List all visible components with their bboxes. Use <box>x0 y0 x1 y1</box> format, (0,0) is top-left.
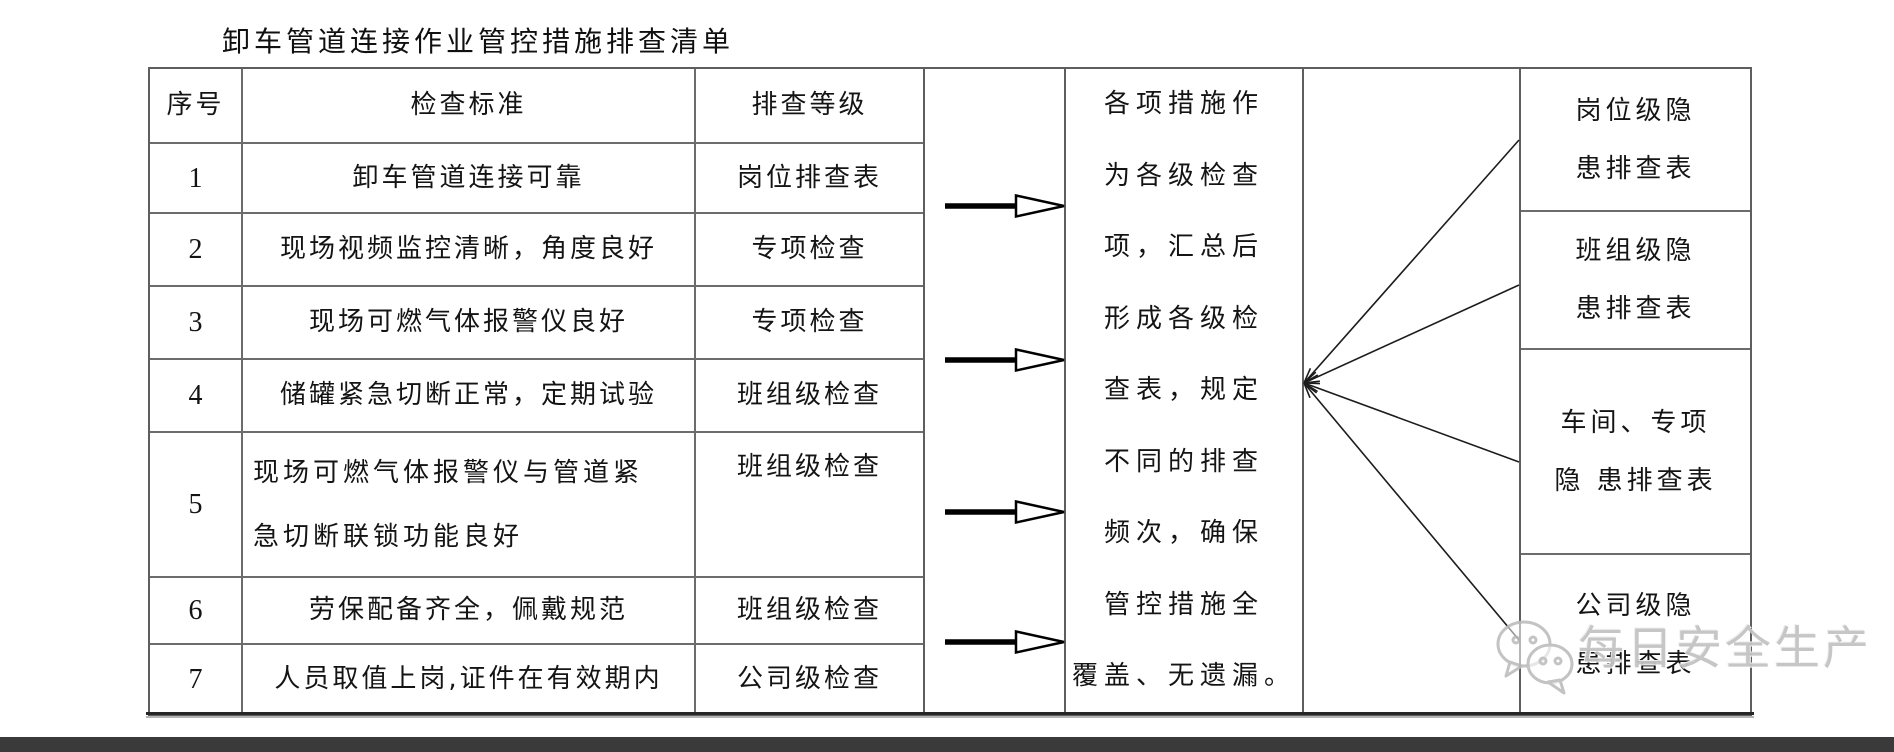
row-no: 1 <box>150 144 243 214</box>
row-no: 3 <box>150 287 243 360</box>
row-standard: 劳保配备齐全，佩戴规范 <box>243 578 696 645</box>
arrow-gutter <box>925 67 1064 716</box>
checklist-table: 序号 检查标准 排查等级 1 卸车管道连接可靠 岗位排查表 2 现场视频监控清晰… <box>148 67 925 716</box>
row-level: 专项检查 <box>696 287 923 360</box>
row-level: 专项检查 <box>696 214 923 287</box>
fan-gutter <box>1304 67 1519 716</box>
row-standard: 现场可燃气体报警仪与管道紧 急切断联锁功能良好 <box>243 433 696 578</box>
output-box-team-level: 班组级隐 患排查表 <box>1521 212 1750 350</box>
row-level: 班组级检查 <box>696 578 923 645</box>
row-no: 7 <box>150 645 243 714</box>
column-header-level: 排查等级 <box>696 69 923 144</box>
output-box-workshop-special: 车间、专项 隐 患排查表 <box>1521 350 1750 555</box>
bottom-bar <box>0 737 1894 752</box>
row-standard: 人员取值上岗,证件在有效期内 <box>243 645 696 714</box>
watermark-text: 每日安全生产 <box>1578 621 1872 675</box>
summary-note: 各项措施作 为各级检查 项，汇总后 形成各级检 查表，规定 不同的排查 频次，确… <box>1064 67 1304 716</box>
wechat-icon <box>1496 620 1574 695</box>
column-header-standard: 检查标准 <box>243 69 696 144</box>
row-level: 班组级检查 <box>696 360 923 433</box>
row-no: 5 <box>150 433 243 578</box>
row-level: 岗位排查表 <box>696 144 923 214</box>
row-standard: 现场视频监控清晰，角度良好 <box>243 214 696 287</box>
row-standard: 储罐紧急切断正常，定期试验 <box>243 360 696 433</box>
output-box-post-level: 岗位级隐 患排查表 <box>1521 69 1750 212</box>
output-box-company-level: 公司级隐 患排查表 <box>1575 590 1696 679</box>
page-title: 卸车管道连接作业管控措施排查清单 <box>222 25 735 58</box>
row-no: 4 <box>150 360 243 433</box>
output-boxes: 岗位级隐 患排查表 班组级隐 患排查表 车间、专项 隐 患排查表 公司级隐 患排… <box>1519 67 1752 716</box>
column-header-no: 序号 <box>150 69 243 144</box>
row-level: 班组级检查 <box>696 433 923 578</box>
row-standard: 现场可燃气体报警仪良好 <box>243 287 696 360</box>
row-standard: 卸车管道连接可靠 <box>243 144 696 214</box>
table-bottom-rule <box>146 712 1754 715</box>
row-no: 2 <box>150 214 243 287</box>
row-level: 公司级检查 <box>736 664 882 695</box>
row-no: 6 <box>150 578 243 645</box>
table-bottom-rule-shadow <box>146 716 1754 718</box>
